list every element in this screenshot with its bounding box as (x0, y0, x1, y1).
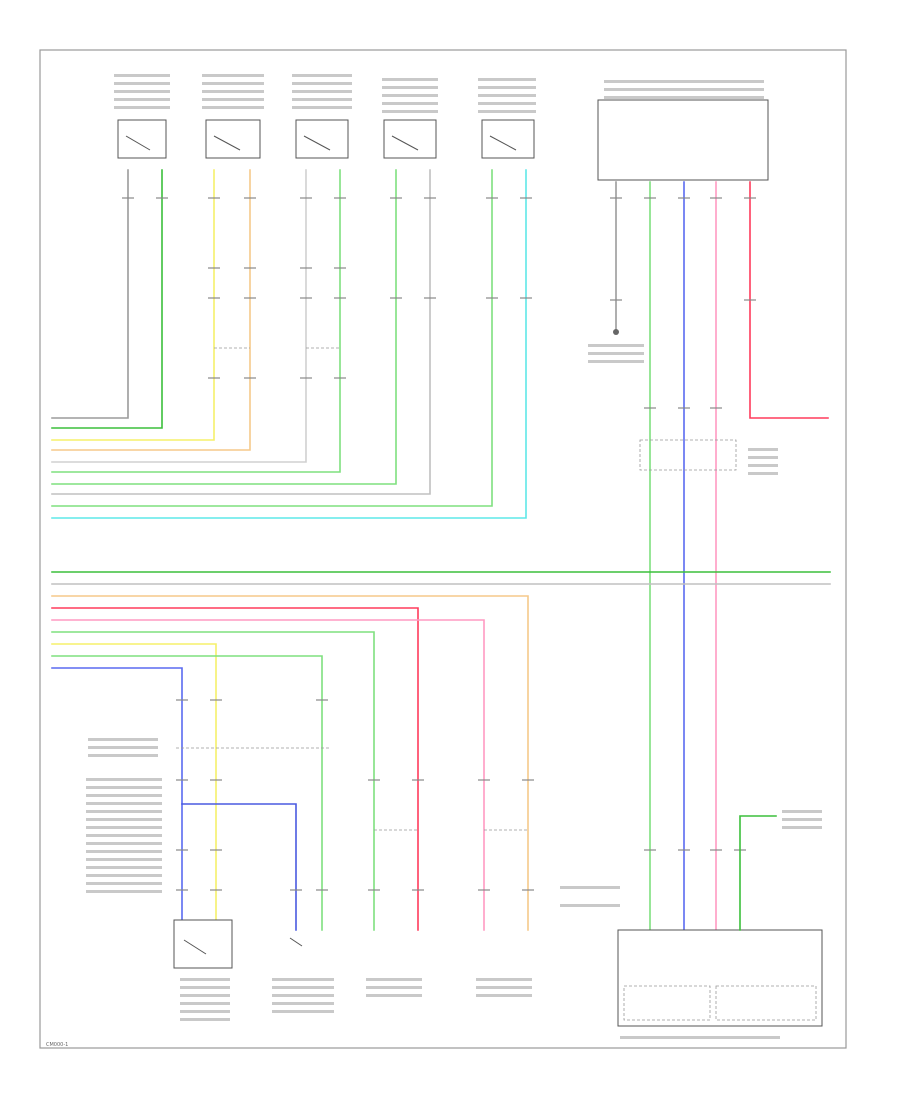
splice-label-right (748, 448, 778, 475)
wire-group-top-right (615, 181, 829, 931)
splice-pack-right (639, 439, 737, 471)
footer-code: CM000-1 (46, 1042, 68, 1048)
diagram-frame (39, 49, 847, 1049)
connector-ticks-lower (176, 699, 746, 891)
airbag-module-1 (366, 978, 422, 997)
wire-group-top-left (51, 169, 527, 519)
ground-point-top (588, 329, 644, 363)
control-module-top (597, 99, 769, 181)
sensor-switch-4 (383, 119, 437, 159)
seat-sensor-component (272, 937, 334, 1013)
airbag-module-2 (476, 978, 532, 997)
sensor-switch-2 (205, 119, 261, 159)
cluster-feed-label (560, 810, 822, 907)
wire-group-lower (51, 595, 529, 931)
bus-wires (51, 571, 831, 585)
switch-label-blocks (114, 74, 764, 113)
belt-buckle-switch (173, 919, 233, 1021)
sensor-switch-3 (295, 119, 349, 159)
cluster-feed-wire (739, 815, 777, 931)
sensor-switch-5 (481, 119, 535, 159)
connector-ticks-right (610, 197, 756, 409)
left-label-stack (86, 738, 162, 893)
instrument-panel-cluster (617, 929, 823, 1039)
connector-ticks-top (122, 197, 532, 379)
sensor-switch-1 (117, 119, 167, 159)
